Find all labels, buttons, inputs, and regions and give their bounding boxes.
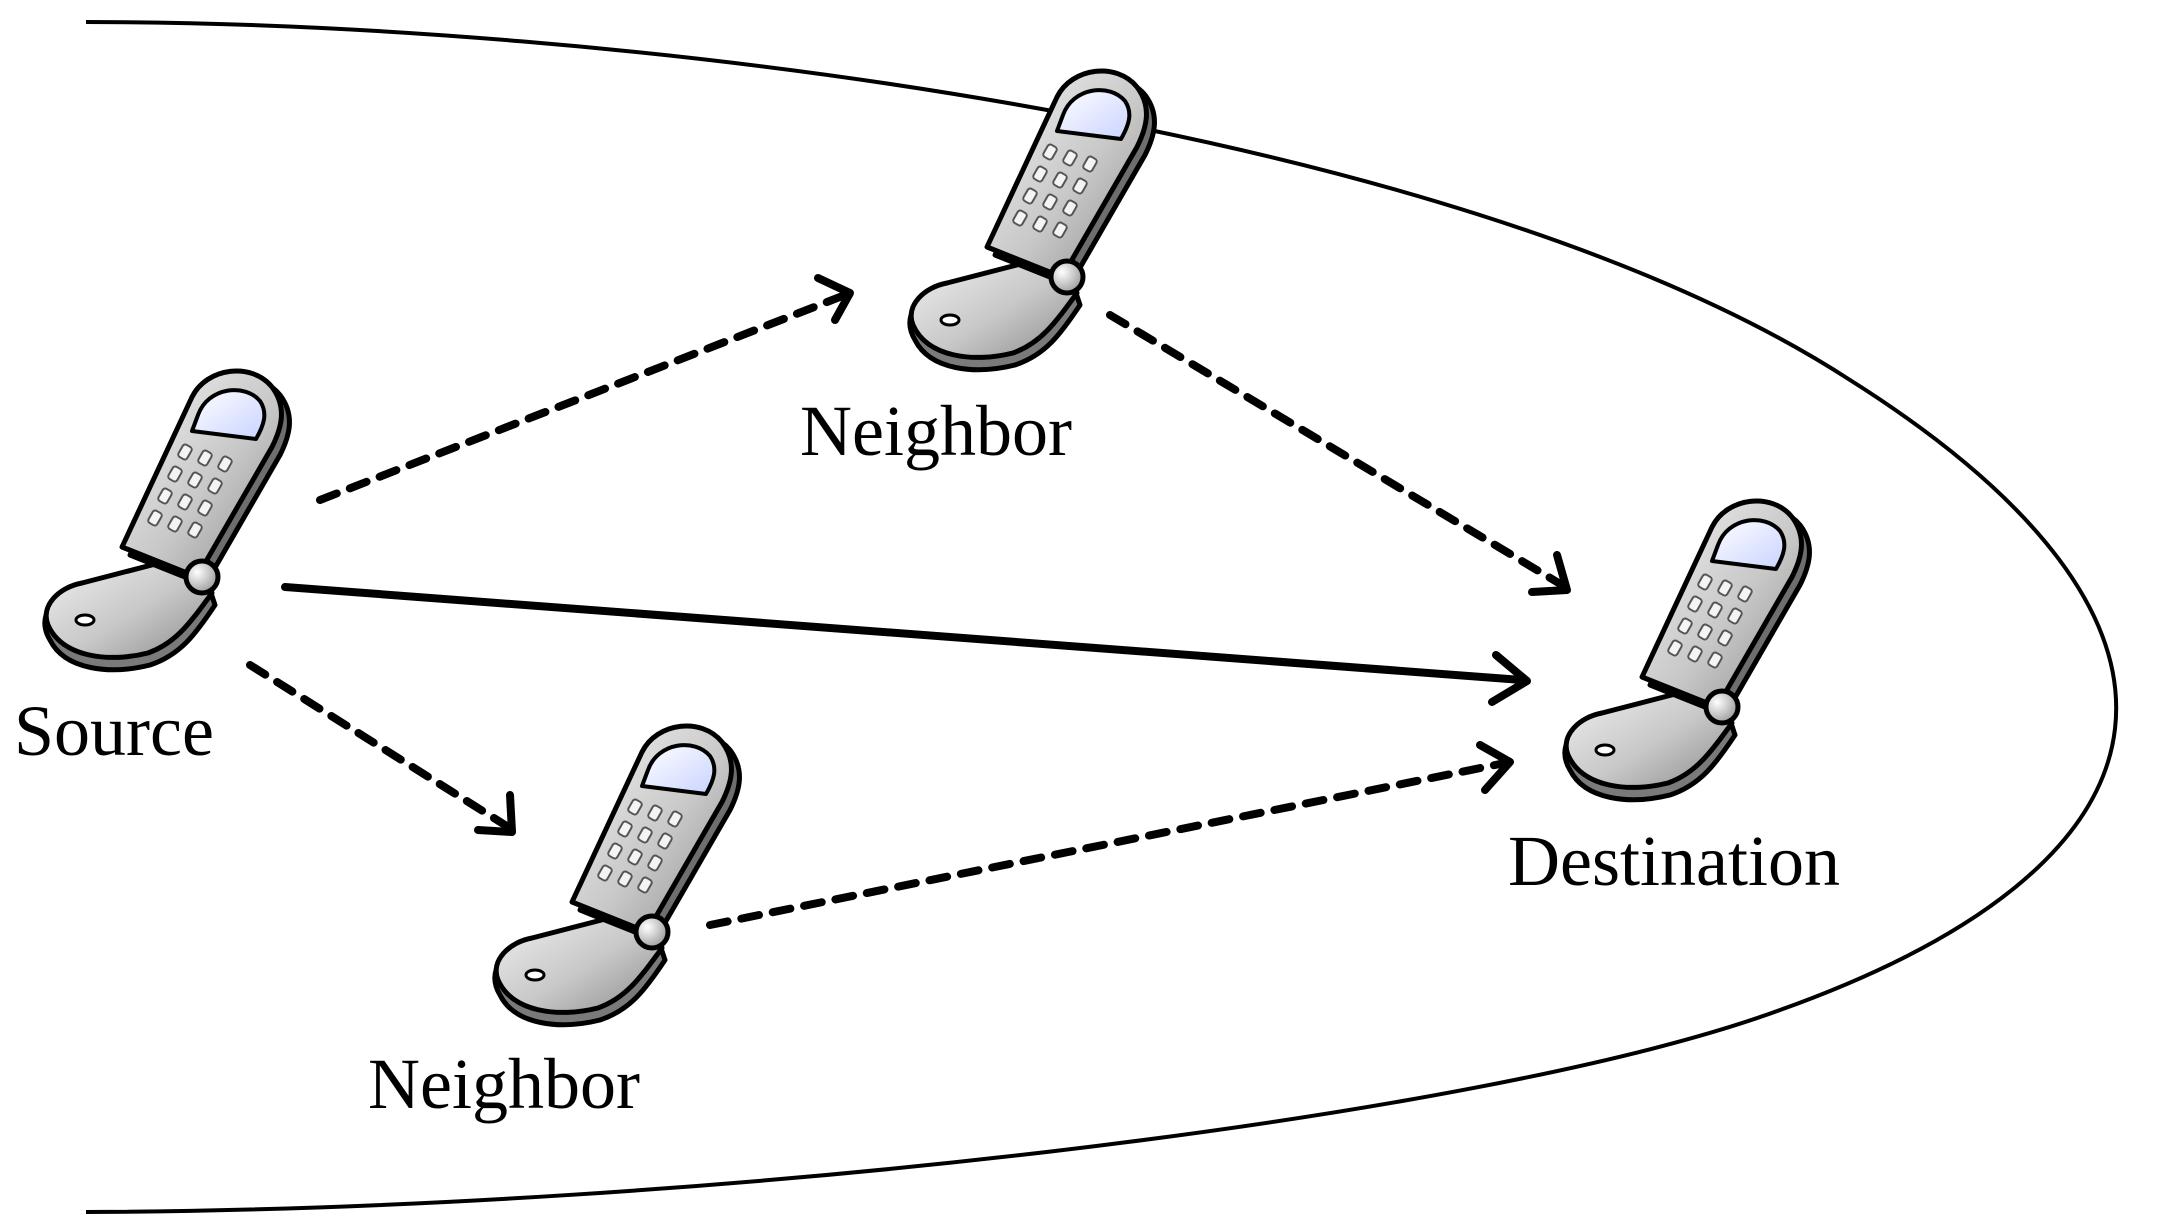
coverage-boundary [85,20,2119,1214]
arrowhead-neighbor-bottom-to-destination [1476,741,1514,794]
neighbor-top-label: Neighbor [800,391,1072,471]
edge-source-to-neighbor-top [316,291,849,504]
destination-phone-icon [1565,501,1810,800]
source-label: Source [14,691,214,771]
destination-label: Destination [1508,821,1840,901]
arrowhead-source-to-neighbor-top [814,274,854,324]
edge-source-to-neighbor-bottom [246,661,509,829]
neighbor-bottom-label: Neighbor [368,1044,640,1124]
edge-neighbor-bottom-to-destination [706,759,1509,929]
neighbor-top-phone-icon [910,71,1155,370]
arrowhead-neighbor-top-to-destination [1528,551,1571,596]
edge-neighbor-top-to-destination [1106,311,1566,589]
neighbor-bottom-phone-icon [495,726,740,1025]
source-phone-icon [45,371,290,670]
edge-source-to-destination [281,583,1526,684]
arrowhead-source-to-neighbor-bottom [474,791,516,836]
arrowhead-source-to-destination [1488,651,1531,706]
